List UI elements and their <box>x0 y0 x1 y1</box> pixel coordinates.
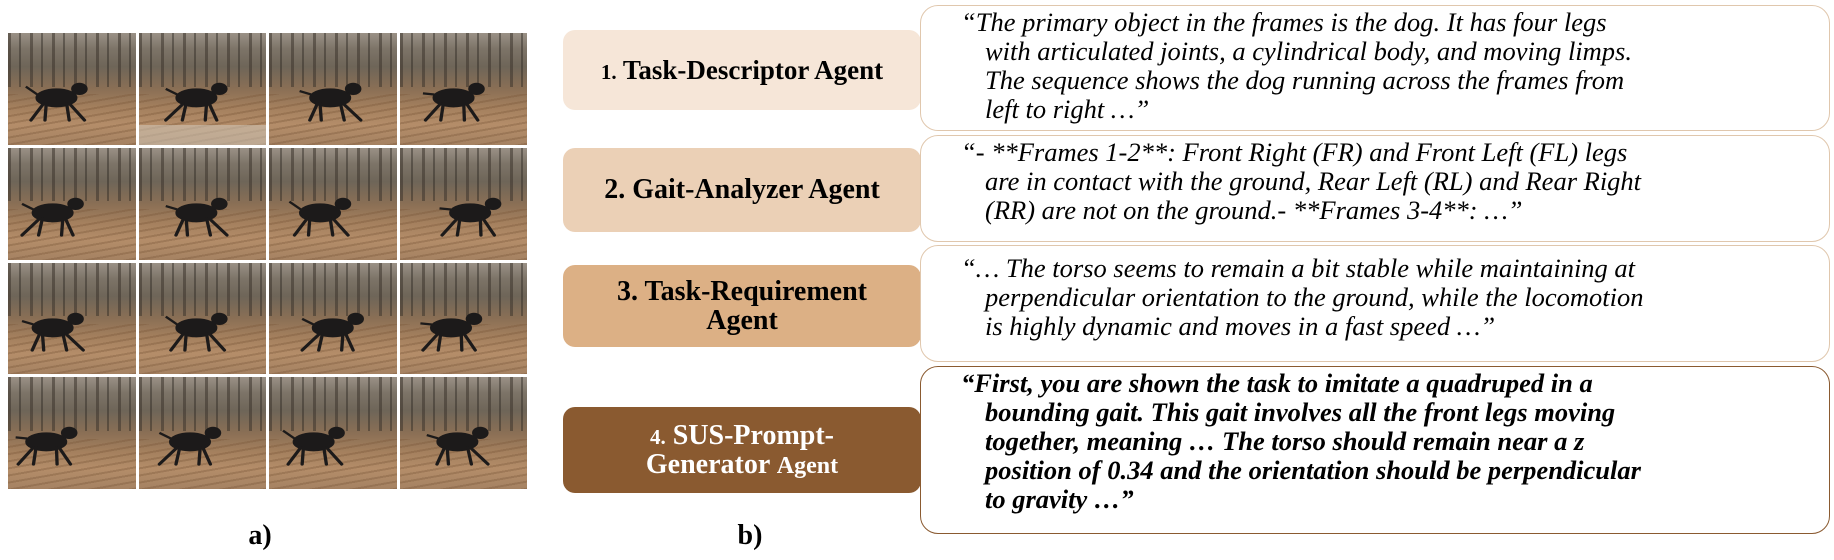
agent-name: Task-Descriptor Agent <box>622 54 884 85</box>
panel-label-b: b) <box>737 520 763 551</box>
dog-silhouette <box>20 197 84 237</box>
quote-line: “The primary object in the frames is the… <box>961 7 1607 37</box>
video-frame <box>138 377 266 489</box>
agent-number: 2. <box>604 174 626 206</box>
video-frame <box>269 147 397 260</box>
quote-line: to gravity …” <box>985 484 1134 514</box>
agent-name-line2b: Agent <box>776 453 839 479</box>
agent-name-line1: SUS-Prompt- <box>672 419 834 451</box>
agent-number: 4. <box>649 424 666 449</box>
dog-silhouette <box>157 426 221 466</box>
quote-line: “First, you are shown the task to imitat… <box>961 368 1593 398</box>
dog-silhouette <box>425 426 490 466</box>
quote-line: (RR) are not on the ground.- **Frames 3-… <box>985 195 1523 225</box>
agent-number: 1. <box>600 59 617 84</box>
video-frame <box>8 377 136 489</box>
quote-box-sus-prompt-generator: “First, you are shown the task to imitat… <box>920 366 1830 534</box>
video-frame-grid <box>8 33 527 489</box>
video-frame <box>138 147 266 260</box>
agent-name-line2a: Generator <box>645 449 770 480</box>
quote-line: The sequence shows the dog running acros… <box>985 65 1625 95</box>
video-frame <box>399 377 527 489</box>
quote-box-gait-analyzer: “- **Frames 1-2**: Front Right (FR) and … <box>920 135 1830 242</box>
video-frame <box>399 262 527 375</box>
video-frame <box>269 33 397 145</box>
panel-label-a: a) <box>248 520 272 551</box>
dog-silhouette <box>163 82 228 122</box>
dog-silhouette <box>15 426 78 466</box>
dog-silhouette <box>419 312 482 352</box>
dog-silhouette <box>438 197 501 237</box>
quote-line: bounding gait. This gait involves all th… <box>985 397 1616 427</box>
quote-line: “… The torso seems to remain a bit stabl… <box>961 253 1636 283</box>
video-frame <box>399 33 527 145</box>
video-frame <box>269 262 397 375</box>
quote-line: together, meaning … The torso should rem… <box>985 426 1585 456</box>
dog-silhouette <box>299 82 363 122</box>
dog-silhouette <box>21 312 85 352</box>
video-frame <box>138 262 266 375</box>
quote-line: position of 0.34 and the orientation sho… <box>985 455 1641 485</box>
quote-box-task-requirement: “… The torso seems to remain a bit stabl… <box>920 245 1830 362</box>
quote-line: left to right …” <box>985 94 1150 124</box>
agent-box-task-requirement: 3. Task-Requirement Agent <box>563 265 921 347</box>
dog-silhouette <box>164 312 228 352</box>
agent-box-gait-analyzer: 2. Gait-Analyzer Agent <box>563 148 921 232</box>
dog-silhouette <box>422 82 485 122</box>
video-frame <box>399 147 527 260</box>
quote-line: perpendicular orientation to the ground,… <box>985 282 1644 312</box>
agent-box-task-descriptor: 1. Task-Descriptor Agent <box>563 30 921 110</box>
quote-line: are in contact with the ground, Rear Lef… <box>985 166 1642 196</box>
dog-silhouette <box>282 426 345 466</box>
dog-silhouette <box>25 82 88 122</box>
video-frame <box>8 33 136 145</box>
video-frame <box>138 33 266 145</box>
dog-silhouette <box>288 197 352 237</box>
quote-box-task-descriptor: “The primary object in the frames is the… <box>920 5 1830 131</box>
video-frame <box>269 377 397 489</box>
quote-line: is highly dynamic and moves in a fast sp… <box>985 311 1496 341</box>
dog-silhouette <box>164 197 229 237</box>
quote-line: “- **Frames 1-2**: Front Right (FR) and … <box>961 137 1628 167</box>
video-frame <box>8 147 136 260</box>
video-frame <box>8 262 136 375</box>
agent-box-sus-prompt-generator: 4. SUS-Prompt- Generator Agent <box>563 407 921 493</box>
agent-number: 3. <box>617 275 639 307</box>
agent-name: Gait-Analyzer Agent <box>632 174 880 206</box>
agent-name-line2: Agent <box>706 305 778 336</box>
agent-name-line1: Task-Requirement <box>644 275 867 307</box>
dog-silhouette <box>300 312 364 352</box>
quote-line: with articulated joints, a cylindrical b… <box>985 36 1632 66</box>
